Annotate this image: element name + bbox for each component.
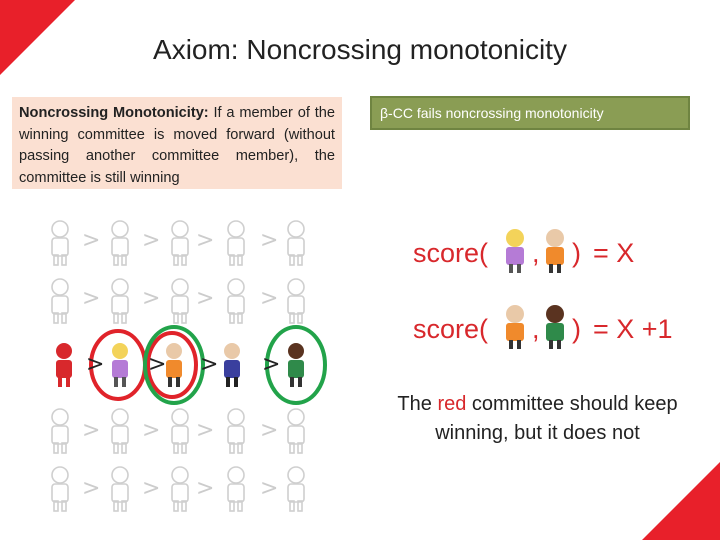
score-prefix: score( xyxy=(413,238,488,268)
ranking-symbol: > xyxy=(260,286,278,311)
ranking-symbol: > xyxy=(86,352,104,377)
score-result: = X xyxy=(593,238,634,269)
conclusion-part-2: committee should keep winning, but it do… xyxy=(435,393,677,444)
score-line-2: score( xyxy=(413,314,488,345)
ranking-symbol: > xyxy=(148,352,166,377)
score-1-person-a xyxy=(500,226,530,274)
ranking-symbol: > xyxy=(196,286,214,311)
score-suffix: ) xyxy=(572,314,581,345)
score-suffix: ) xyxy=(572,238,581,269)
ranking-symbol: > xyxy=(142,228,160,253)
score-separator: , xyxy=(532,314,540,345)
ranking-symbol: > xyxy=(82,418,100,443)
score-prefix: score( xyxy=(413,314,488,344)
ranking-symbol: > xyxy=(82,476,100,501)
ranking-symbol: > xyxy=(82,286,100,311)
ranking-symbol: > xyxy=(142,476,160,501)
ranking-symbol: > xyxy=(196,418,214,443)
definition-box: Noncrossing Monotonicity: If a member of… xyxy=(12,97,342,189)
ranking-symbol: > xyxy=(142,286,160,311)
score-1-person-b xyxy=(540,226,570,274)
conclusion-part-1: The xyxy=(397,393,437,415)
ranking-symbol: > xyxy=(196,476,214,501)
score-2-person-b xyxy=(540,302,570,350)
corner-decoration-bottom-right xyxy=(642,462,720,540)
score-2-person-a xyxy=(500,302,530,350)
ranking-symbol: > xyxy=(196,228,214,253)
callout-box: β-CC fails noncrossing monotonicity xyxy=(370,96,690,130)
conclusion-text: The red committee should keep winning, b… xyxy=(385,390,690,448)
score-separator: , xyxy=(532,238,540,269)
ranking-symbol: > xyxy=(260,228,278,253)
conclusion-highlight: red xyxy=(437,393,466,415)
ranking-symbol: > xyxy=(200,352,218,377)
ranking-symbol: > xyxy=(260,476,278,501)
callout-text: β-CC fails noncrossing monotonicity xyxy=(380,105,604,121)
ranking-symbol: > xyxy=(142,418,160,443)
slide-title: Axiom: Noncrossing monotonicity xyxy=(0,34,720,66)
ranking-symbol: > xyxy=(82,228,100,253)
ranking-symbol: > xyxy=(260,418,278,443)
ranking-symbol: > xyxy=(262,352,280,377)
score-result: = X +1 xyxy=(593,314,673,345)
definition-term: Noncrossing Monotonicity: xyxy=(19,105,209,121)
score-line-1: score( xyxy=(413,238,488,269)
